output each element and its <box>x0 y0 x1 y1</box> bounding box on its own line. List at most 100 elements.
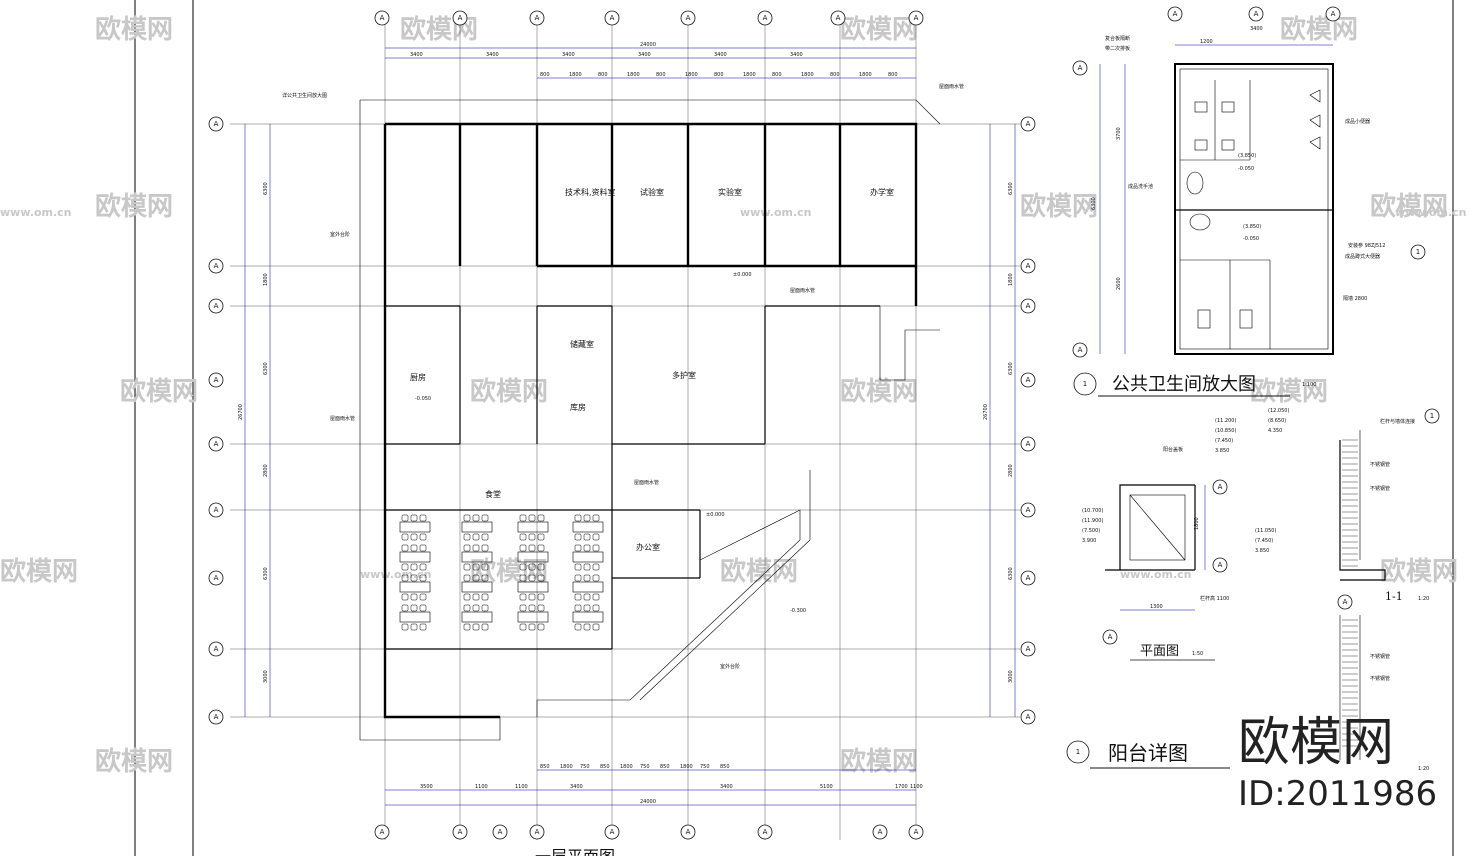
axis-right-5: A <box>1020 502 1036 518</box>
balcony-dim-b: 1800 <box>1194 517 1200 530</box>
chair <box>410 514 418 522</box>
dim-top-opening: 1800 <box>685 72 698 78</box>
toilet-detail-marker: 1 <box>1083 380 1087 388</box>
room-label-test: 试验室 <box>640 187 664 197</box>
chair <box>519 563 527 571</box>
balcony-section-scale: 1:20 <box>1418 596 1429 602</box>
watermark-text: 欧模网 <box>120 376 198 407</box>
dim-top-seg: 3400 <box>410 52 423 58</box>
axis-bottom-5-label: A <box>686 828 691 836</box>
dim-top-opening: 1800 <box>859 72 872 78</box>
balcony-detail-title: 阳台详图 <box>1108 741 1188 765</box>
balcony-axis-sec-top-label: 1 <box>1430 412 1434 420</box>
axis-left-8: A <box>208 709 224 725</box>
room-label-kitchen: 厨房 <box>410 372 426 382</box>
balcony-elev-top-2: (7.450) <box>1215 438 1233 444</box>
axis-right-4: A <box>1020 436 1036 452</box>
axis-right-3: A <box>1020 372 1036 388</box>
dim-top-opening: 800 <box>714 72 724 78</box>
chair <box>472 533 480 541</box>
dim-left-seg: 3000 <box>263 670 269 683</box>
axis-right-7-label: A <box>1026 645 1031 653</box>
watermark-layer: 欧模网欧模网欧模网欧模网欧模网欧模网欧模网欧模网欧模网欧模网欧模网欧模网欧模网欧… <box>0 14 1467 777</box>
table <box>399 551 431 563</box>
dim-top-seg: 3400 <box>790 52 803 58</box>
axis-left-4: A <box>208 436 224 452</box>
dim-top-seg: 3400 <box>638 52 651 58</box>
toilet-axis-right-0-label: 1 <box>1416 248 1420 256</box>
axis-bottom-4-label: A <box>610 828 615 836</box>
chair <box>410 563 418 571</box>
toilet-dim-top-a: 1200 <box>1200 39 1213 45</box>
chair <box>401 533 409 541</box>
chair <box>583 574 591 582</box>
chair <box>519 574 527 582</box>
chair <box>472 563 480 571</box>
watermark-text: 欧模网 <box>1380 556 1458 587</box>
balcony-elev-rt-1: (8.650) <box>1268 418 1286 424</box>
axis-left-0: A <box>208 116 224 132</box>
chair <box>583 514 591 522</box>
axis-bottom-7: A <box>872 824 888 840</box>
chair <box>537 514 545 522</box>
dining-tables <box>399 514 604 631</box>
axis-left-6: A <box>208 570 224 586</box>
chair <box>574 514 582 522</box>
toilet-elev-d: -0.050 <box>1243 236 1259 242</box>
toilet-axis-top-2: A <box>1325 6 1341 22</box>
dim-bottom-opening: 1800 <box>620 764 633 770</box>
room-label-tech: 技术科,资料室 <box>565 187 616 197</box>
chair <box>472 593 480 601</box>
axis-right-1: A <box>1020 258 1036 274</box>
dim-top-overall: 24000 <box>640 42 656 48</box>
table <box>399 521 431 533</box>
axis-top-6-label: A <box>836 14 841 22</box>
toilet-axis-left-1-label: A <box>1078 346 1083 354</box>
room-label-office: 办公室 <box>636 542 660 552</box>
chair <box>472 544 480 552</box>
chair <box>410 544 418 552</box>
toilet-elev-c: (3.850) <box>1243 224 1261 230</box>
dim-right-seg: 1800 <box>1008 273 1014 286</box>
room-label-nursing: 多护室 <box>672 370 696 380</box>
axis-top-3-label: A <box>610 14 615 22</box>
chair <box>537 533 545 541</box>
toilet-dim-top-b: 3400 <box>1250 26 1263 32</box>
toilet-detail-scale: 1:100 <box>1302 382 1316 388</box>
elev-zero-a: ±0.000 <box>733 272 752 278</box>
toilet-elev-a: (3.850) <box>1238 153 1256 159</box>
toilet-axis-top-1: A <box>1248 6 1264 22</box>
dim-left-seg: 6300 <box>263 567 269 580</box>
note-roof-downpipe-b: 屋面雨水管 <box>634 479 659 486</box>
toilet-label-install: 安装参 98ZJ512 <box>1348 242 1385 249</box>
section-ticks <box>1342 439 1358 747</box>
main-floor-plan: 技术科,资料室 试验室 实验室 办学室 储藏室 库房 多护室 厨房 食堂 办公室… <box>208 10 1036 856</box>
axis-left-2-label: A <box>214 302 219 310</box>
axis-top-6: A <box>830 10 846 26</box>
balcony-elev-rt-2: 4.350 <box>1268 428 1282 434</box>
toilet-axis-left-1: A <box>1072 342 1088 358</box>
axis-top-3: A <box>604 10 620 26</box>
axis-right-7: A <box>1020 641 1036 657</box>
chair <box>592 574 600 582</box>
chair <box>401 514 409 522</box>
table <box>399 611 431 623</box>
table <box>461 551 493 563</box>
axis-right-2: A <box>1020 298 1036 314</box>
balcony-axis-r2-label: A <box>1218 561 1223 569</box>
dim-right-seg: 6300 <box>1008 362 1014 375</box>
axis-bottom-8: A <box>908 824 924 840</box>
chair <box>574 533 582 541</box>
chair <box>537 593 545 601</box>
dim-top-seg: 3400 <box>714 52 727 58</box>
watermark-text: 欧模网 <box>95 746 173 777</box>
table <box>517 581 549 593</box>
dim-left-seg: 6300 <box>263 182 269 195</box>
axis-bottom-1-label: A <box>458 828 463 836</box>
room-label-lab: 实验室 <box>718 187 742 197</box>
chair <box>463 544 471 552</box>
axis-right-3-label: A <box>1026 376 1031 384</box>
note-roof-pipe-left: 屋面雨水管 <box>330 415 355 422</box>
